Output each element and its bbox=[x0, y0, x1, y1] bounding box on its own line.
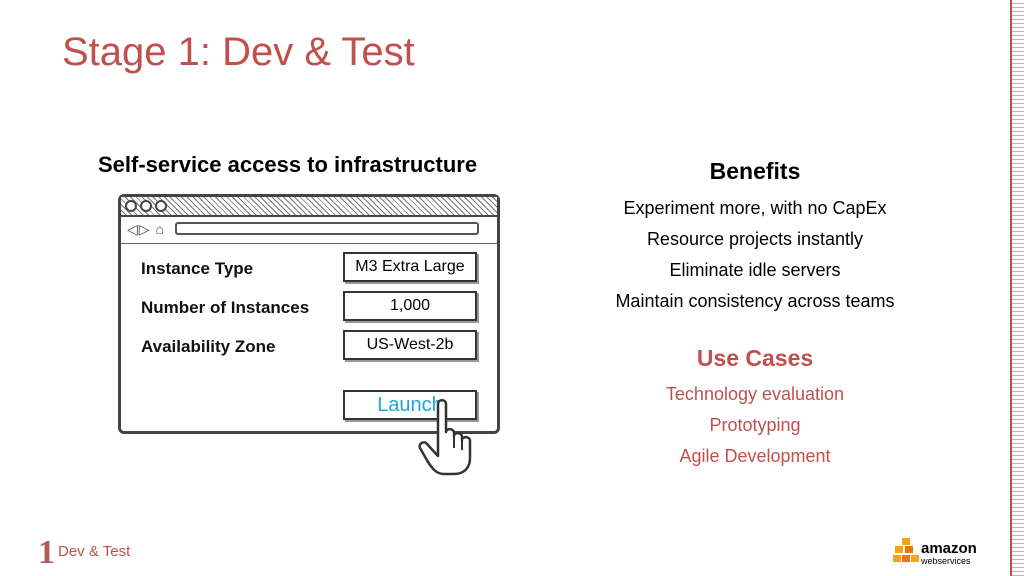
section-subtitle: Self-service access to infrastructure bbox=[98, 152, 478, 177]
benefit-item: Resource projects instantly bbox=[646, 229, 864, 249]
browser-nav-row: ◁▷ ⌂ bbox=[125, 221, 495, 239]
aws-cubes-icon bbox=[893, 538, 919, 562]
availability-zone-label: Availability Zone bbox=[141, 337, 276, 356]
instance-type-label: Instance Type bbox=[141, 259, 254, 278]
home-icon: ⌂ bbox=[155, 221, 165, 237]
browser-title-bar bbox=[121, 197, 497, 217]
use-case-item: Prototyping bbox=[709, 415, 801, 435]
forward-arrow-icon: ▷ bbox=[138, 221, 151, 237]
window-dot bbox=[155, 200, 167, 212]
nav-icons: ◁▷ ⌂ bbox=[127, 221, 165, 238]
aws-logo: amazon webservices bbox=[893, 537, 983, 569]
footer-stage-label: Dev & Test bbox=[58, 543, 131, 560]
decorative-right-border bbox=[1010, 0, 1024, 576]
url-bar bbox=[175, 222, 479, 235]
slide-title: Stage 1: Dev & Test bbox=[62, 30, 415, 74]
window-dot bbox=[125, 200, 137, 212]
benefit-item: Eliminate idle servers bbox=[669, 260, 841, 280]
instance-type-field[interactable]: M3 Extra Large bbox=[343, 252, 477, 282]
use-case-item: Agile Development bbox=[679, 446, 831, 466]
benefits-heading: Benefits bbox=[709, 158, 801, 184]
aws-logo-subtext: webservices bbox=[921, 556, 971, 566]
availability-zone-field[interactable]: US-West-2b bbox=[343, 330, 477, 360]
use-case-item: Technology evaluation bbox=[665, 384, 845, 404]
back-arrow-icon: ◁ bbox=[127, 221, 139, 237]
browser-divider bbox=[121, 243, 497, 244]
stage-number-badge: 1 bbox=[38, 534, 55, 571]
window-dot bbox=[140, 200, 152, 212]
launch-button[interactable]: Launch bbox=[343, 390, 477, 420]
benefit-item: Experiment more, with no CapEx bbox=[623, 198, 887, 218]
aws-logo-wordmark: amazon bbox=[921, 540, 977, 557]
browser-window-illustration: ◁▷ ⌂ Instance Type M3 Extra Large Number… bbox=[118, 194, 500, 434]
number-of-instances-field[interactable]: 1,000 bbox=[343, 291, 477, 321]
hand-cursor-icon bbox=[418, 399, 472, 476]
number-of-instances-label: Number of Instances bbox=[141, 298, 310, 317]
use-cases-heading: Use Cases bbox=[696, 345, 814, 371]
benefit-item: Maintain consistency across teams bbox=[615, 291, 895, 311]
